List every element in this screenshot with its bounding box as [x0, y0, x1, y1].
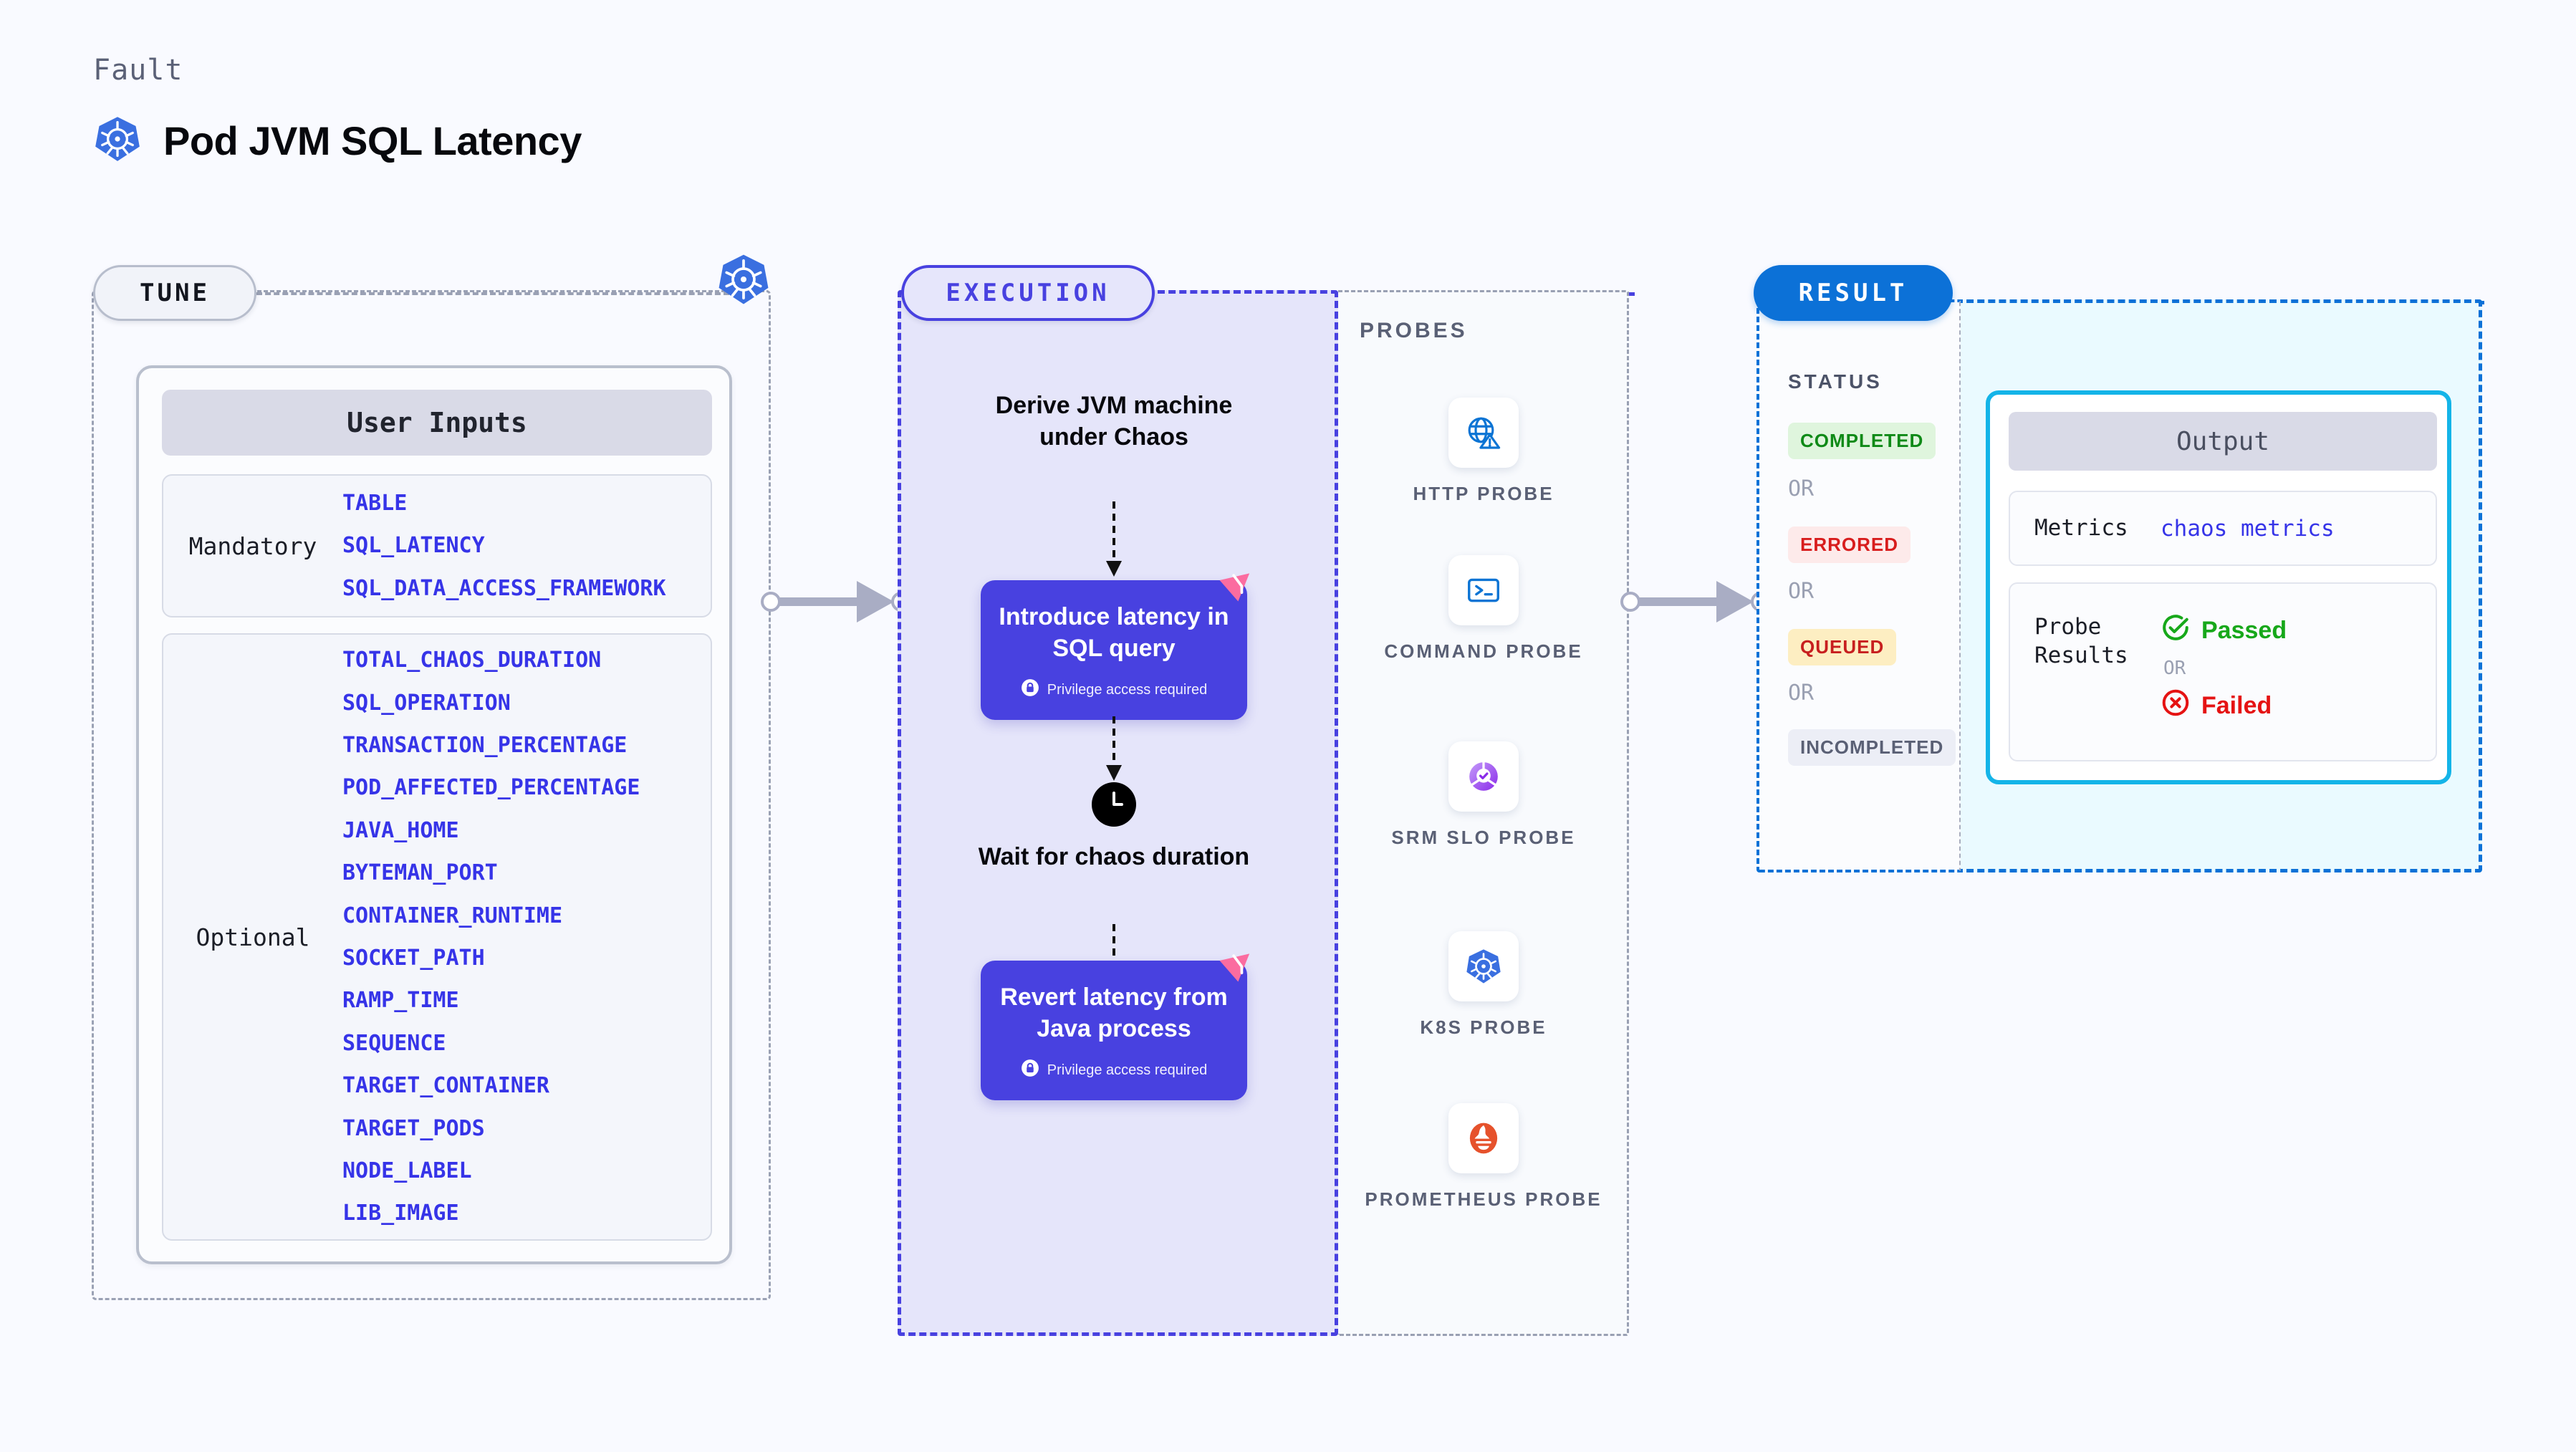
param-item[interactable]: TARGET_CONTAINER: [342, 1073, 549, 1099]
tune-pill[interactable]: TUNE: [93, 265, 256, 321]
passed-label: Passed: [2201, 617, 2287, 644]
param-item[interactable]: TARGET_PODS: [342, 1115, 485, 1141]
probe-label: K8S PROBE: [1420, 1016, 1547, 1038]
slo-donut-check-icon: [1448, 741, 1519, 812]
revert-latency-step[interactable]: Revert latency from Java process Privile…: [981, 953, 1250, 1101]
probe-label: PROMETHEUS PROBE: [1365, 1188, 1602, 1210]
status-or: OR: [1788, 476, 1815, 501]
param-item[interactable]: SOCKET_PATH: [342, 946, 485, 971]
connector-tune-to-execution: [761, 581, 911, 622]
privilege-text: Privilege access required: [1047, 1062, 1208, 1078]
harness-badge-icon: [1219, 945, 1263, 989]
prometheus-icon: [1448, 1103, 1519, 1173]
status-title: STATUS: [1788, 370, 1883, 393]
kubernetes-icon: [716, 252, 771, 310]
param-item[interactable]: TOTAL_CHAOS_DURATION: [342, 648, 602, 673]
param-item[interactable]: JAVA_HOME: [342, 817, 459, 843]
probe-passed: Passed: [2161, 612, 2287, 649]
status-badge: ERRORED: [1788, 527, 1911, 563]
param-item[interactable]: NODE_LABEL: [342, 1158, 472, 1183]
introduce-latency-step[interactable]: Introduce latency in SQL query Privilege…: [981, 573, 1250, 721]
metrics-value[interactable]: chaos metrics: [2161, 515, 2335, 542]
optional-label: Optional: [196, 923, 310, 951]
optional-items: TOTAL_CHAOS_DURATION SQL_OPERATION TRANS…: [342, 639, 640, 1234]
harness-badge-icon: [1219, 564, 1263, 609]
param-item[interactable]: SEQUENCE: [342, 1030, 446, 1056]
privilege-note: Privilege access required: [996, 678, 1231, 701]
probe-failed: Failed: [2161, 688, 2287, 724]
status-badge: QUEUED: [1788, 629, 1897, 665]
privilege-text: Privilege access required: [1047, 681, 1208, 698]
globe-warning-icon: [1448, 398, 1519, 468]
fault-kicker: Fault: [93, 54, 183, 87]
param-item[interactable]: LIB_IMAGE: [342, 1201, 459, 1226]
probe-results-or: OR: [2163, 658, 2186, 679]
lock-icon: [1021, 1059, 1039, 1082]
output-card: Output Metrics chaos metrics Probe Resul…: [1986, 390, 2451, 784]
param-item[interactable]: TRANSACTION_PERCENTAGE: [342, 733, 628, 759]
param-item[interactable]: POD_AFFECTED_PERCENTAGE: [342, 775, 640, 801]
kubernetes-icon: [93, 115, 142, 167]
param-item[interactable]: SQL_LATENCY: [342, 533, 485, 559]
wait-chaos-step-label: Wait for chaos duration: [978, 843, 1250, 870]
probe-label: SRM SLO PROBE: [1391, 827, 1576, 848]
execution-pill[interactable]: EXECUTION: [901, 265, 1155, 321]
probes-title: PROBES: [1360, 319, 1468, 342]
probe-prometheus[interactable]: PROMETHEUS PROBE: [1338, 1103, 1629, 1213]
flow-arrow-1: [1106, 501, 1122, 577]
mandatory-group: Mandatory TABLE SQL_LATENCY SQL_DATA_ACC…: [162, 474, 712, 617]
check-circle-icon: [2161, 612, 2191, 649]
mandatory-items: TABLE SQL_LATENCY SQL_DATA_ACCESS_FRAMEW…: [342, 482, 666, 610]
param-item[interactable]: CONTAINER_RUNTIME: [342, 903, 563, 928]
probe-label: HTTP PROBE: [1413, 483, 1554, 504]
user-inputs-title: User Inputs: [162, 390, 712, 456]
param-item[interactable]: RAMP_TIME: [342, 988, 459, 1014]
step-title: Introduce latency in SQL query: [999, 603, 1229, 662]
probe-label: COMMAND PROBE: [1384, 640, 1583, 662]
status-or: OR: [1788, 681, 1815, 706]
tune-region: [92, 290, 771, 1300]
lock-icon: [1021, 678, 1039, 701]
terminal-icon: [1448, 555, 1519, 625]
step-title: Revert latency from Java process: [1000, 984, 1228, 1042]
metrics-row: Metrics chaos metrics: [2009, 491, 2437, 566]
connector-execution-to-result: [1620, 581, 1771, 622]
flow-arrow-2: [1106, 716, 1122, 781]
user-inputs-card: User Inputs Mandatory TABLE SQL_LATENCY …: [136, 365, 732, 1264]
param-item[interactable]: SQL_DATA_ACCESS_FRAMEWORK: [342, 575, 666, 601]
result-pill[interactable]: RESULT: [1754, 265, 1953, 321]
metrics-key: Metrics: [2034, 515, 2128, 542]
probe-http[interactable]: HTTP PROBE: [1338, 398, 1629, 507]
status-badge: COMPLETED: [1788, 423, 1936, 459]
probe-command[interactable]: COMMAND PROBE: [1338, 555, 1629, 665]
probe-srm-slo[interactable]: SRM SLO PROBE: [1338, 741, 1629, 851]
tune-top-dashline: [256, 292, 729, 295]
x-circle-icon: [2161, 688, 2191, 724]
page-title-row: Pod JVM SQL Latency: [93, 115, 582, 167]
status-or: OR: [1788, 579, 1815, 604]
clock-icon: [1092, 782, 1136, 827]
derive-jvm-step-label: Derive JVM machine under Chaos: [995, 392, 1233, 451]
param-item[interactable]: BYTEMAN_PORT: [342, 860, 498, 886]
output-title: Output: [2009, 412, 2437, 471]
mandatory-label: Mandatory: [188, 532, 317, 560]
optional-group: Optional TOTAL_CHAOS_DURATION SQL_OPERAT…: [162, 633, 712, 1241]
privilege-note: Privilege access required: [996, 1059, 1231, 1082]
probe-results-key: Probe Results: [2034, 614, 2128, 669]
page-title: Pod JVM SQL Latency: [163, 118, 582, 163]
kubernetes-icon: [1448, 931, 1519, 1001]
probe-k8s[interactable]: K8S PROBE: [1338, 931, 1629, 1041]
probe-results-row: Probe Results Passed OR: [2009, 582, 2437, 761]
status-badge: INCOMPLETED: [1788, 729, 1956, 766]
failed-label: Failed: [2201, 692, 2272, 719]
param-item[interactable]: TABLE: [342, 490, 408, 516]
param-item[interactable]: SQL_OPERATION: [342, 690, 511, 716]
